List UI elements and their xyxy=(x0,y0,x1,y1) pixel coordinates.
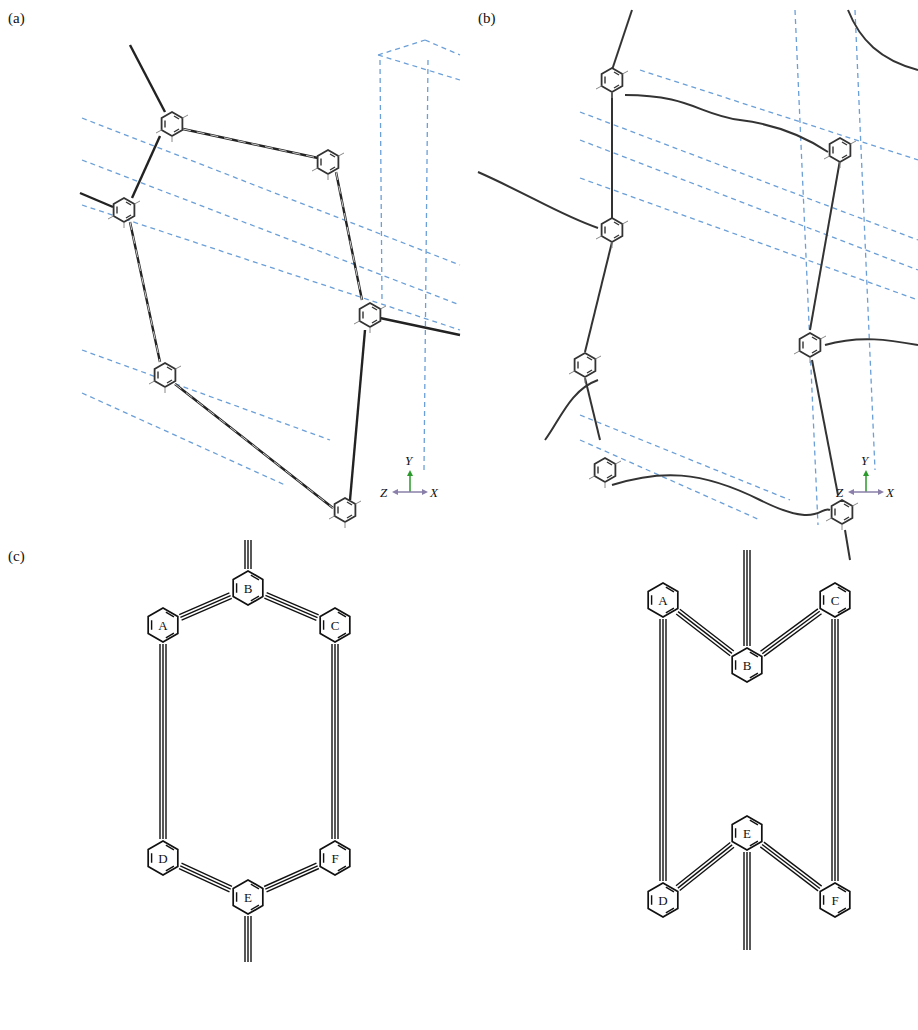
ring-node: C xyxy=(316,606,354,644)
alkyne-chain xyxy=(676,609,734,655)
alkyne-chain xyxy=(332,644,338,839)
ring-node: E xyxy=(728,814,766,852)
ring-node: D xyxy=(144,839,182,877)
alkyne-chain xyxy=(264,863,319,892)
ring-node: B xyxy=(229,569,267,607)
axis-label: Z xyxy=(380,485,387,501)
axis-label: Y xyxy=(405,453,412,469)
panel-label: (b) xyxy=(478,10,496,27)
ring-label: E xyxy=(229,891,267,904)
alkyne-chain xyxy=(264,593,318,621)
axis-label: X xyxy=(430,485,438,501)
ring-node: A xyxy=(144,606,182,644)
ring-label: C xyxy=(816,594,854,607)
axis-label: Z xyxy=(836,485,843,501)
ring-label: B xyxy=(229,582,267,595)
axis-label: Y xyxy=(861,453,868,469)
ring-label: E xyxy=(728,827,766,840)
ring-node: E xyxy=(229,878,267,916)
ring-label: B xyxy=(728,659,766,672)
alkyne-chain xyxy=(761,609,822,656)
ring-node: F xyxy=(816,881,854,919)
ring-label: D xyxy=(144,852,182,865)
panel-label: (c) xyxy=(8,548,25,565)
alkyne-chain xyxy=(179,863,232,892)
panel-label: (a) xyxy=(8,10,25,27)
ring-node: B xyxy=(728,646,766,684)
alkyne-chain xyxy=(160,644,166,839)
alkyne-chain xyxy=(760,842,821,891)
ring-label: C xyxy=(316,619,354,632)
axis-label: X xyxy=(886,485,894,501)
alkyne-chain xyxy=(676,843,734,891)
ring-label: F xyxy=(816,894,854,907)
ring-node: A xyxy=(644,581,682,619)
ring-label: A xyxy=(644,594,682,607)
ring-node: F xyxy=(316,839,354,877)
alkyne-chain xyxy=(660,619,666,881)
ring-label: F xyxy=(316,852,354,865)
ring-label: D xyxy=(644,894,682,907)
ring-node: D xyxy=(644,881,682,919)
alkyne-chain xyxy=(832,619,838,881)
alkyne-chain xyxy=(179,593,232,620)
ring-node: C xyxy=(816,581,854,619)
ring-label: A xyxy=(144,619,182,632)
